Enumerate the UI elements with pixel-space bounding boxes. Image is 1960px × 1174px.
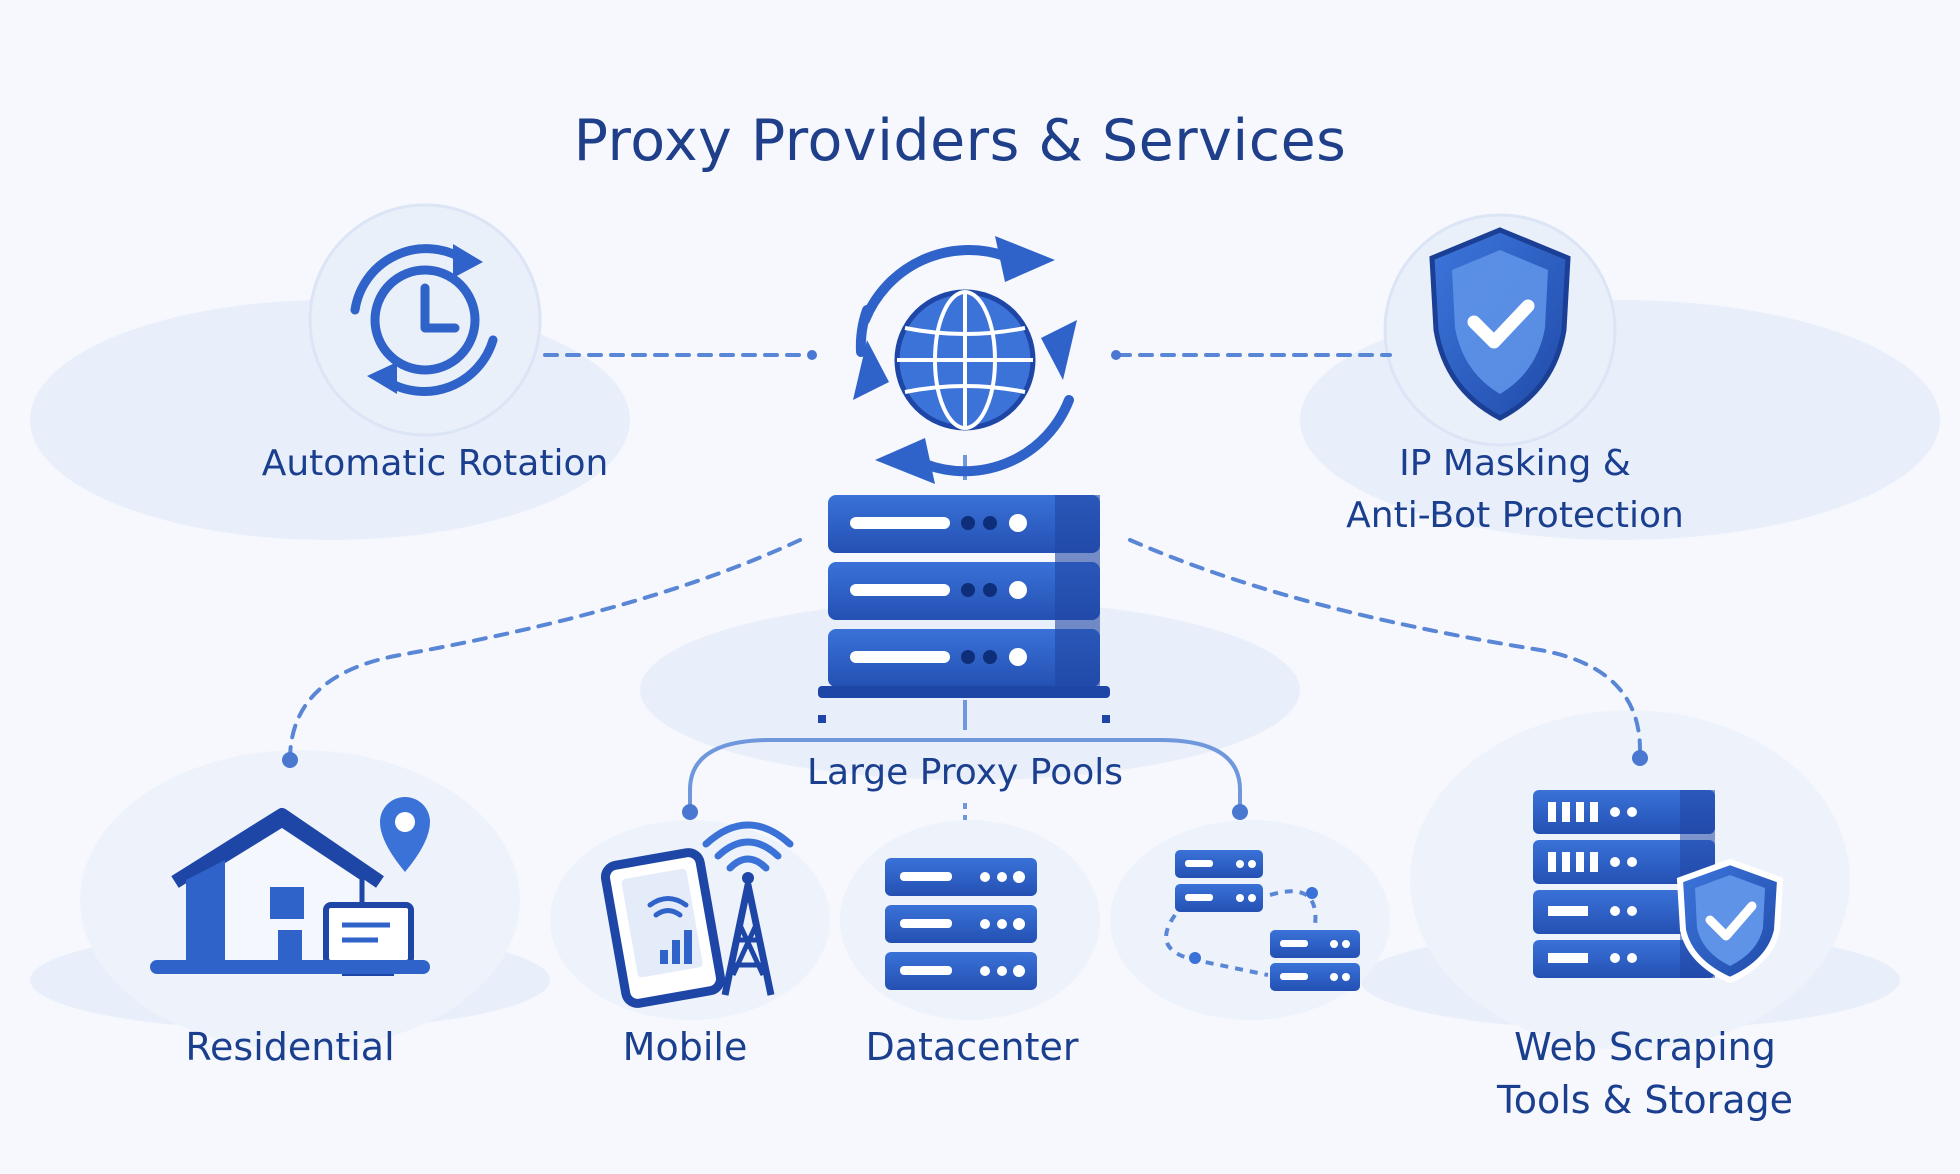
masking-label-line1: IP Masking & [1399, 443, 1631, 484]
datacenter-label: Datacenter [865, 1025, 1079, 1069]
server-stack-icon [818, 495, 1110, 723]
house-location-icon [150, 796, 430, 976]
connector-dot [1111, 350, 1121, 360]
tools-node-dot [1632, 750, 1648, 766]
mobile-node-dot [682, 804, 698, 820]
hub-label: Large Proxy Pools [806, 752, 1124, 793]
rotation-label: Automatic Rotation [261, 443, 609, 484]
clock-rotation-icon [350, 244, 498, 396]
globe-rotation-icon [853, 236, 1077, 484]
distributed-servers-icon [1164, 850, 1360, 991]
connector-dot [807, 350, 817, 360]
mobile-label: Mobile [622, 1025, 748, 1069]
page-title: Proxy Providers & Services [573, 108, 1347, 174]
datacenter-servers-icon [885, 858, 1037, 990]
distributed-node-dot [1232, 804, 1248, 820]
tools-label-line2: Tools & Storage [1496, 1078, 1794, 1122]
residential-label: Residential [185, 1025, 395, 1069]
residential-node-dot [282, 752, 298, 768]
shield-check-icon [1429, 227, 1571, 421]
tools-label-line1: Web Scraping [1514, 1025, 1776, 1069]
phone-tower-icon [600, 821, 794, 1008]
server-shield-icon [1533, 790, 1784, 984]
connector-lines [288, 353, 1642, 762]
masking-label-line2: Anti-Bot Protection [1346, 495, 1684, 536]
